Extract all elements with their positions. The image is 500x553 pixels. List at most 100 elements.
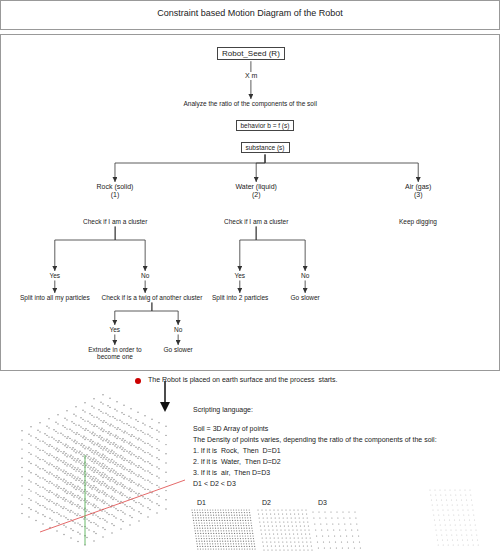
soil-point: [126, 506, 127, 507]
soil-point: [109, 471, 110, 472]
soil-point: [268, 525, 269, 526]
soil-point: [113, 479, 114, 480]
soil-point: [93, 467, 94, 468]
soil-point: [94, 461, 95, 462]
soil-point: [85, 446, 86, 447]
soil-point: [261, 533, 262, 534]
soil-point: [106, 512, 107, 513]
soil-point: [236, 546, 237, 547]
soil-point: [74, 504, 75, 505]
soil-point: [56, 512, 57, 513]
soil-point: [55, 458, 56, 459]
soil-point: [48, 473, 49, 474]
soil-point: [218, 530, 219, 531]
soil-point: [78, 452, 79, 453]
soil-point: [228, 543, 229, 544]
soil-point: [156, 503, 157, 504]
soil-point: [246, 525, 247, 526]
soil-point: [91, 415, 92, 416]
soil-point: [123, 451, 124, 452]
soil-point: [447, 539, 448, 540]
soil-point: [156, 466, 157, 467]
soil-point: [252, 548, 253, 549]
soil-point: [212, 525, 213, 526]
soil-point: [232, 520, 233, 521]
soil-point: [67, 464, 68, 465]
soil-point: [224, 517, 225, 518]
soil-point: [101, 428, 102, 429]
soil-point: [217, 525, 218, 526]
node-text: No: [301, 272, 309, 279]
soil-point: [156, 439, 157, 440]
soil-point: [37, 439, 38, 440]
soil-point: [440, 529, 441, 530]
soil-point: [102, 468, 103, 469]
soil-point: [248, 522, 249, 523]
soil-point: [123, 405, 124, 406]
soil-point: [117, 482, 118, 483]
soil-point: [468, 514, 469, 515]
soil-point: [78, 489, 79, 490]
soil-point: [80, 472, 81, 473]
soil-point: [221, 533, 222, 534]
soil-point: [206, 541, 207, 542]
soil-point: [133, 473, 134, 474]
soil-point: [234, 548, 235, 549]
soil-point: [58, 440, 59, 441]
connector: [115, 154, 265, 182]
soil-point: [66, 456, 67, 457]
soil-point: [71, 485, 72, 486]
soil-point: [133, 463, 134, 464]
soil-point: [250, 538, 251, 539]
soil-point: [115, 471, 116, 472]
soil-point: [82, 410, 83, 411]
soil-point: [195, 530, 196, 531]
soil-point: [69, 484, 70, 485]
soil-point: [219, 541, 220, 542]
soil-point: [120, 501, 121, 502]
soil-point: [248, 520, 249, 521]
soil-point: [102, 422, 103, 423]
soil-point: [473, 544, 474, 545]
soil-point: [113, 506, 114, 507]
soil-point: [158, 505, 159, 506]
soil-point: [115, 490, 116, 491]
soil-point: [107, 469, 108, 470]
soil-point: [98, 455, 99, 456]
soil-point: [94, 488, 95, 489]
soil-point: [90, 467, 91, 468]
soil-point: [63, 506, 64, 507]
soil-point: [218, 515, 219, 516]
soil-point: [215, 543, 216, 544]
soil-point: [165, 435, 166, 436]
soil-point: [128, 471, 129, 472]
soil-point: [97, 516, 98, 517]
node-text: Check if I am a cluster: [83, 218, 147, 225]
soil-point: [324, 511, 325, 512]
soil-point: [151, 474, 152, 475]
soil-point: [70, 464, 71, 465]
soil-point: [76, 441, 77, 442]
soil-point: [298, 513, 299, 514]
soil-point: [278, 541, 279, 542]
soil-point: [109, 434, 110, 435]
soil-point: [267, 517, 268, 518]
soil-point: [232, 517, 233, 518]
flow-step: No: [301, 272, 309, 279]
soil-point: [78, 498, 79, 499]
soil-point: [444, 489, 445, 490]
soil-point: [88, 474, 89, 475]
soil-point: [234, 533, 235, 534]
soil-point: [37, 494, 38, 495]
soil-point: [63, 460, 64, 461]
soil-point: [122, 438, 123, 439]
soil-point: [109, 407, 110, 408]
soil-point: [470, 524, 471, 525]
soil-point: [72, 475, 73, 476]
soil-point: [193, 517, 194, 518]
soil-point: [62, 425, 63, 426]
soil-point: [106, 439, 107, 440]
soil-point: [91, 406, 92, 407]
soil-point: [87, 430, 88, 431]
soil-point: [74, 522, 75, 523]
